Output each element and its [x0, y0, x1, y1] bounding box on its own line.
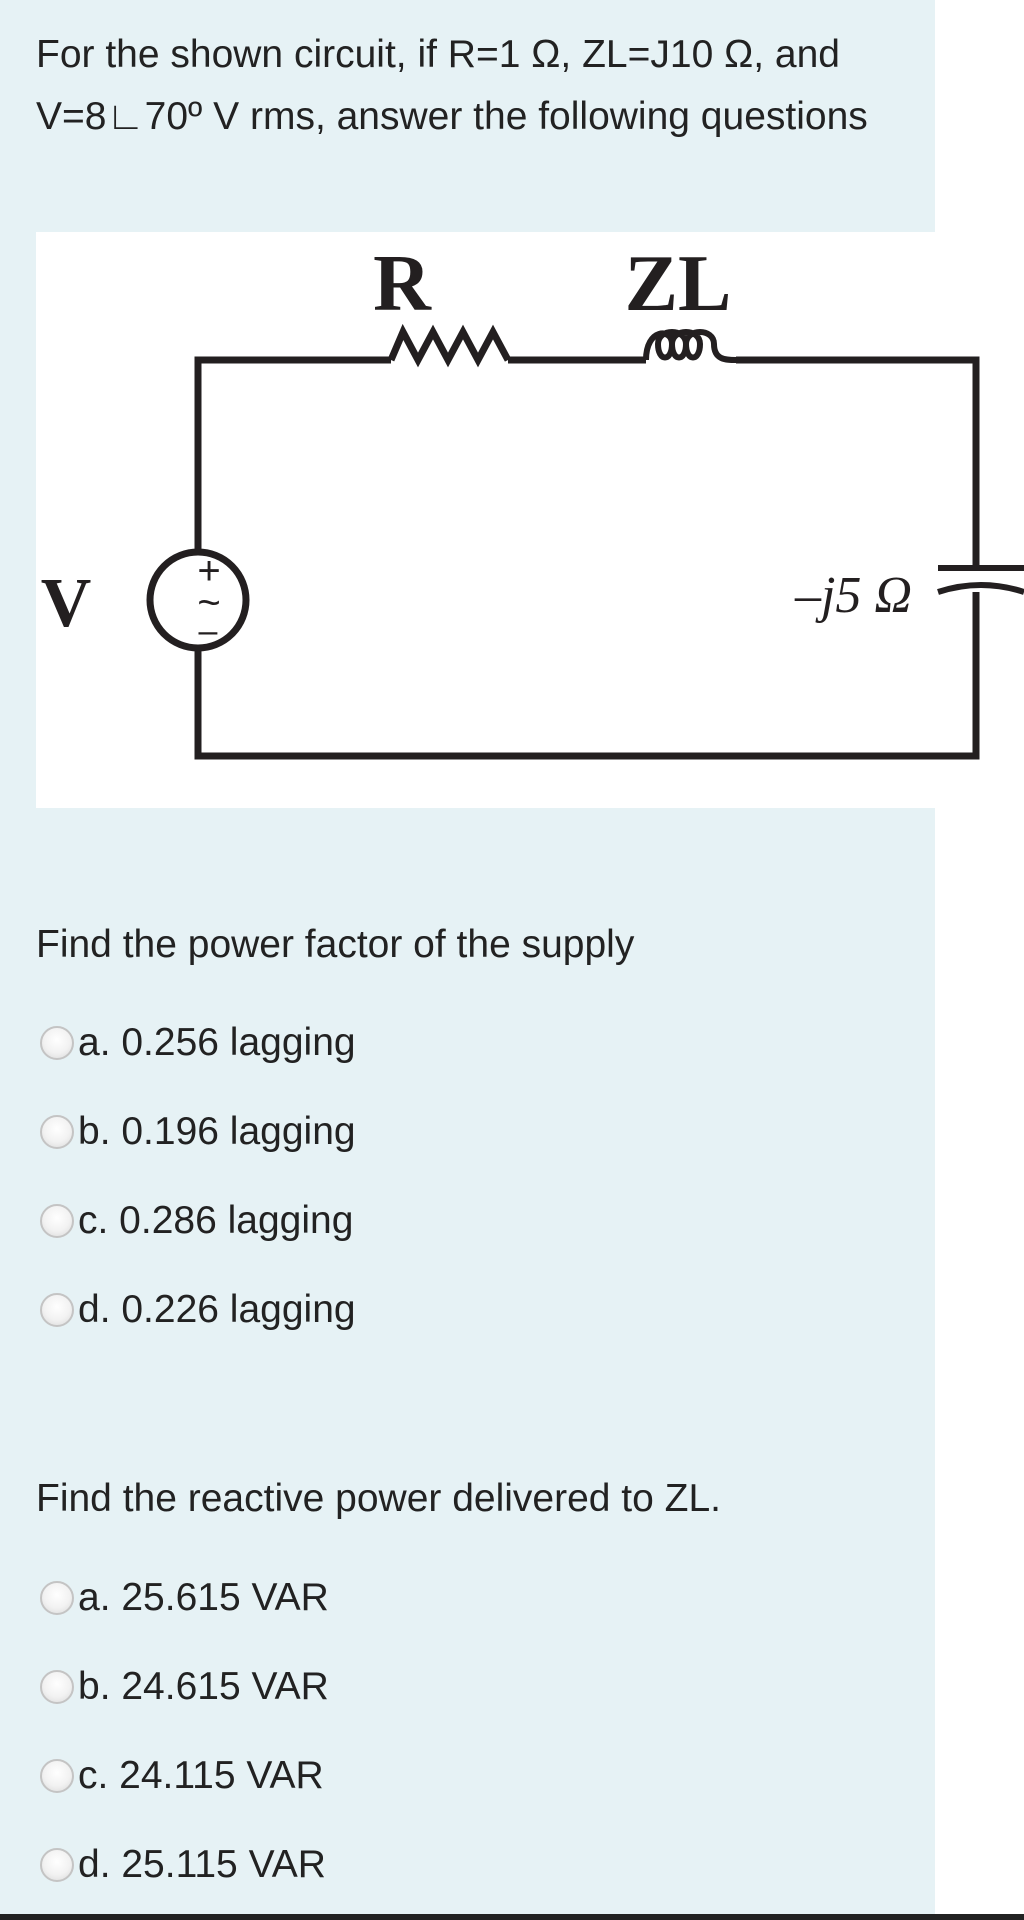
circuit-diagram: R ZL V –j5 Ω + ~ –: [36, 232, 1024, 808]
question-1-text: Find the power factor of the supply: [36, 923, 635, 966]
wire-top-right: [736, 356, 980, 566]
option-label: a. 25.615 VAR: [78, 1575, 329, 1619]
question-2-option-b[interactable]: b. 24.615 VAR: [40, 1642, 329, 1731]
question-1-option-b[interactable]: b. 0.196 lagging: [40, 1087, 356, 1176]
capacitor-label: –j5 Ω: [794, 567, 912, 624]
radio-button[interactable]: [40, 1025, 74, 1060]
resistor-label: R: [373, 240, 432, 328]
question-intro-text: For the shown circuit, if R=1 Ω, ZL=J10 …: [36, 33, 868, 138]
option-label: c. 0.286 lagging: [78, 1198, 354, 1242]
question-2-option-d[interactable]: d. 25.115 VAR: [40, 1820, 329, 1909]
radio-button[interactable]: [40, 1114, 74, 1149]
bottom-divider: [0, 1914, 1024, 1920]
question-2-option-c[interactable]: c. 24.115 VAR: [40, 1731, 329, 1820]
voltage-source-icon: [146, 548, 250, 652]
question-1-option-c[interactable]: c. 0.286 lagging: [40, 1176, 356, 1265]
option-label: b. 0.196 lagging: [78, 1109, 356, 1153]
source-minus-sign: –: [199, 612, 218, 650]
option-label: b. 24.615 VAR: [78, 1664, 329, 1708]
question-2-text: Find the reactive power delivered to ZL.: [36, 1477, 722, 1520]
source-tilde-sign: ~: [197, 581, 220, 625]
option-label: d. 25.115 VAR: [78, 1842, 326, 1886]
question-1-option-a[interactable]: a. 0.256 lagging: [40, 998, 356, 1087]
radio-button[interactable]: [40, 1847, 74, 1882]
wire-bottom-right: [194, 592, 980, 760]
voltage-label: V: [41, 565, 92, 642]
question-2-options: a. 25.615 VAR b. 24.615 VAR c. 24.115 VA…: [40, 1553, 329, 1909]
radio-button[interactable]: [40, 1669, 74, 1704]
radio-button[interactable]: [40, 1580, 74, 1615]
option-label: c. 24.115 VAR: [78, 1753, 324, 1797]
inductor-symbol: [643, 329, 737, 363]
wire-top-left: [194, 356, 391, 552]
circuit-svg: R ZL V –j5 Ω + ~ –: [41, 240, 1024, 760]
option-label: d. 0.226 lagging: [78, 1287, 356, 1331]
radio-button[interactable]: [40, 1292, 74, 1327]
option-label: a. 0.256 lagging: [78, 1020, 356, 1064]
question-1-option-d[interactable]: d. 0.226 lagging: [40, 1265, 356, 1354]
question-1-options: a. 0.256 lagging b. 0.196 lagging c. 0.2…: [40, 998, 356, 1354]
radio-button[interactable]: [40, 1203, 74, 1238]
source-plus-sign: +: [197, 549, 220, 593]
inductor-label: ZL: [625, 240, 732, 328]
question-2-option-a[interactable]: a. 25.615 VAR: [40, 1553, 329, 1642]
radio-button[interactable]: [40, 1758, 74, 1793]
resistor-symbol: [387, 323, 512, 368]
capacitor-plate-bottom: [937, 582, 1024, 595]
